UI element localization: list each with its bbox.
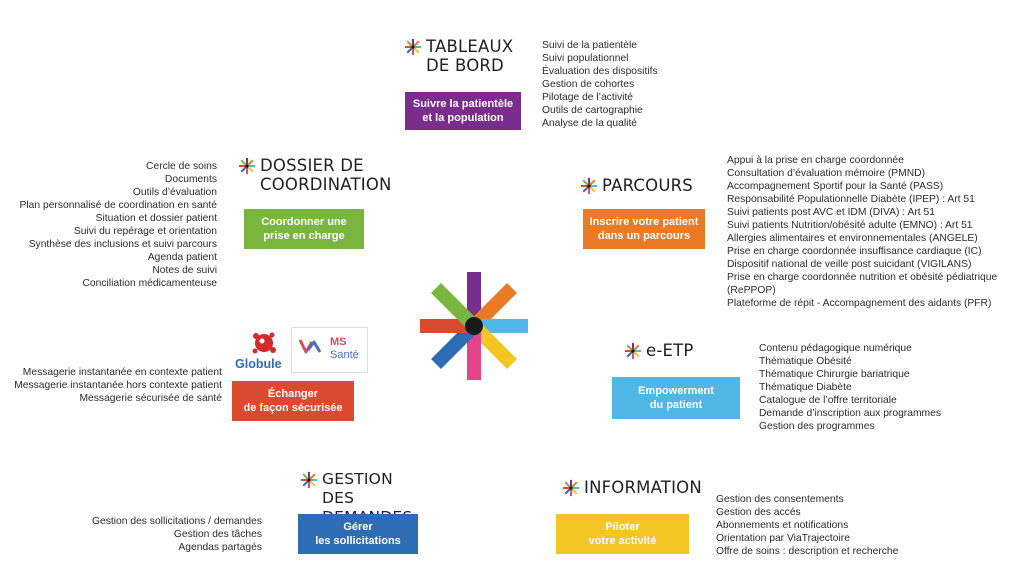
- list-item: Suivi patients post AVC et IDM (DIVA) : …: [727, 207, 935, 218]
- information-badge: Piloter votre activité: [556, 514, 689, 554]
- dossier-title: DOSSIER DE COORDINATION: [260, 156, 392, 194]
- list-item: Offre de soins : description et recherch…: [716, 546, 899, 557]
- globule-logo-icon: [252, 332, 276, 354]
- list-item: Accompagnement Sportif pour la Santé (PA…: [727, 181, 944, 192]
- etp-badge: Empowerment du patient: [612, 377, 740, 419]
- list-item: Messagerie instantanée hors contexte pat…: [14, 380, 222, 391]
- list-item: Gestion des programmes: [759, 421, 875, 432]
- mssante-logo: MS Santé: [291, 327, 368, 373]
- list-item: Demande d’inscription aux programmes: [759, 408, 941, 419]
- list-item: Plateforme de répit - Accompagnement des…: [727, 298, 992, 309]
- list-item: Suivi du repérage et orientation: [73, 226, 217, 237]
- information-title: INFORMATION: [584, 478, 702, 497]
- mssante-logo-sante: Santé: [330, 349, 359, 361]
- dossier-list: Cercle de soins Documents Outils d’évalu…: [20, 160, 218, 290]
- list-item: Analyse de la qualité: [542, 118, 638, 129]
- echanger-badge: Échanger de façon sécurisée: [232, 381, 354, 421]
- list-item: Gestion des tâches: [173, 529, 262, 540]
- mssante-logo-icon: [298, 339, 322, 354]
- etp-title: e-ETP: [646, 341, 694, 360]
- parcours-title: PARCOURS: [602, 176, 693, 195]
- list-item: Notes de suivi: [152, 265, 217, 276]
- list-item: Catalogue de l’offre territoriale: [759, 395, 897, 406]
- information-list: Gestion des consentements Gestion des ac…: [716, 493, 898, 558]
- list-item: Gestion de cohortes: [542, 79, 635, 90]
- gestion-badge-label: Gérer les sollicitations: [315, 521, 401, 547]
- list-item: Contenu pédagogique numérique: [759, 343, 912, 354]
- information-title-group: INFORMATION: [562, 478, 712, 498]
- mini-asterisk-icon: [300, 471, 318, 489]
- list-item: Prise en charge coordonnée insuffisance …: [727, 246, 982, 257]
- globule-logo: Globule: [233, 330, 291, 372]
- gestion-badge: Gérer les sollicitations: [298, 514, 418, 554]
- list-item: Gestion des consentements: [716, 494, 844, 505]
- list-item: Thématique Diabète: [759, 382, 852, 393]
- information-badge-label: Piloter votre activité: [588, 521, 657, 547]
- globule-logo-text: Globule: [235, 357, 282, 371]
- list-item: Gestion des sollicitations / demandes: [92, 516, 262, 527]
- list-item: Dispositif national de veille post suici…: [727, 259, 972, 270]
- tableaux-list: Suivi de la patientèle Suivi populationn…: [542, 39, 658, 130]
- list-item: Suivi de la patientèle: [542, 40, 638, 51]
- mini-asterisk-icon: [238, 157, 256, 175]
- list-item: Outils d’évaluation: [132, 187, 217, 198]
- parcours-list: Appui à la prise en charge coordonnée Co…: [727, 154, 997, 310]
- echanger-list: Messagerie instantanée en contexte patie…: [14, 366, 222, 405]
- list-item: Conciliation médicamenteuse: [82, 278, 217, 289]
- list-item: Consultation d’évaluation mémoire (PMND): [727, 168, 926, 179]
- list-item: Thématique Chirurgie bariatrique: [759, 369, 910, 380]
- mini-asterisk-icon: [580, 177, 598, 195]
- parcours-title-group: PARCOURS: [580, 176, 710, 196]
- list-item: Responsabilité Populationnelle Diabète (…: [727, 194, 975, 205]
- list-item: Cercle de soins: [146, 161, 217, 172]
- dossier-badge: Coordonner une prise en charge: [244, 209, 364, 249]
- tableaux-title-group: TABLEAUX DE BORD: [404, 37, 524, 77]
- parcours-badge-label: Inscrire votre patient dans un parcours: [589, 216, 699, 242]
- etp-title-group: e-ETP: [624, 341, 714, 361]
- mini-asterisk-icon: [562, 479, 580, 497]
- list-item: Suivi populationnel: [542, 53, 629, 64]
- list-item: (RePPOP): [727, 285, 776, 296]
- list-item: Agendas partagés: [178, 542, 262, 553]
- list-item: Prise en charge coordonnée nutrition et …: [727, 272, 998, 283]
- dossier-badge-label: Coordonner une prise en charge: [261, 216, 347, 242]
- etp-list: Contenu pédagogique numérique Thématique…: [759, 342, 941, 433]
- list-item: Pilotage de l’activité: [542, 92, 634, 103]
- list-item: Allergies alimentaires et environnementa…: [727, 233, 978, 244]
- tableaux-badge-label: Suivre la patientèle et la population: [412, 98, 514, 124]
- list-item: Situation et dossier patient: [95, 213, 217, 224]
- list-item: Suivi patients Nutrition/obésité adulte …: [727, 220, 973, 231]
- list-item: Messagerie instantanée en contexte patie…: [22, 367, 222, 378]
- mini-asterisk-icon: [404, 38, 422, 56]
- mini-asterisk-icon: [624, 342, 642, 360]
- list-item: Synthèse des inclusions et suivi parcour…: [28, 239, 217, 250]
- list-item: Documents: [164, 174, 217, 185]
- list-item: Évaluation des dispositifs: [542, 66, 658, 77]
- list-item: Abonnements et notifications: [716, 520, 849, 531]
- gestion-title-group: GESTION DES DEMANDES: [300, 470, 430, 526]
- tableaux-title: TABLEAUX DE BORD: [426, 37, 514, 75]
- gestion-list: Gestion des sollicitations / demandes Ge…: [92, 515, 262, 554]
- list-item: Orientation par ViaTrajectoire: [716, 533, 850, 544]
- list-item: Gestion des accès: [716, 507, 801, 518]
- echanger-badge-label: Échanger de façon sécurisée: [243, 388, 343, 414]
- list-item: Plan personnalisé de coordination en san…: [19, 200, 218, 211]
- central-asterisk-logo-icon: [420, 272, 528, 380]
- list-item: Agenda patient: [147, 252, 217, 263]
- dossier-title-group: DOSSIER DE COORDINATION: [238, 156, 391, 196]
- mssante-logo-ms: MS: [330, 336, 347, 348]
- list-item: Outils de cartographie: [542, 105, 643, 116]
- parcours-badge: Inscrire votre patient dans un parcours: [583, 209, 705, 249]
- list-item: Thématique Obésité: [759, 356, 852, 367]
- list-item: Appui à la prise en charge coordonnée: [727, 155, 904, 166]
- tableaux-badge: Suivre la patientèle et la population: [405, 92, 521, 130]
- list-item: Messagerie sécurisée de santé: [79, 393, 222, 404]
- etp-badge-label: Empowerment du patient: [638, 385, 714, 411]
